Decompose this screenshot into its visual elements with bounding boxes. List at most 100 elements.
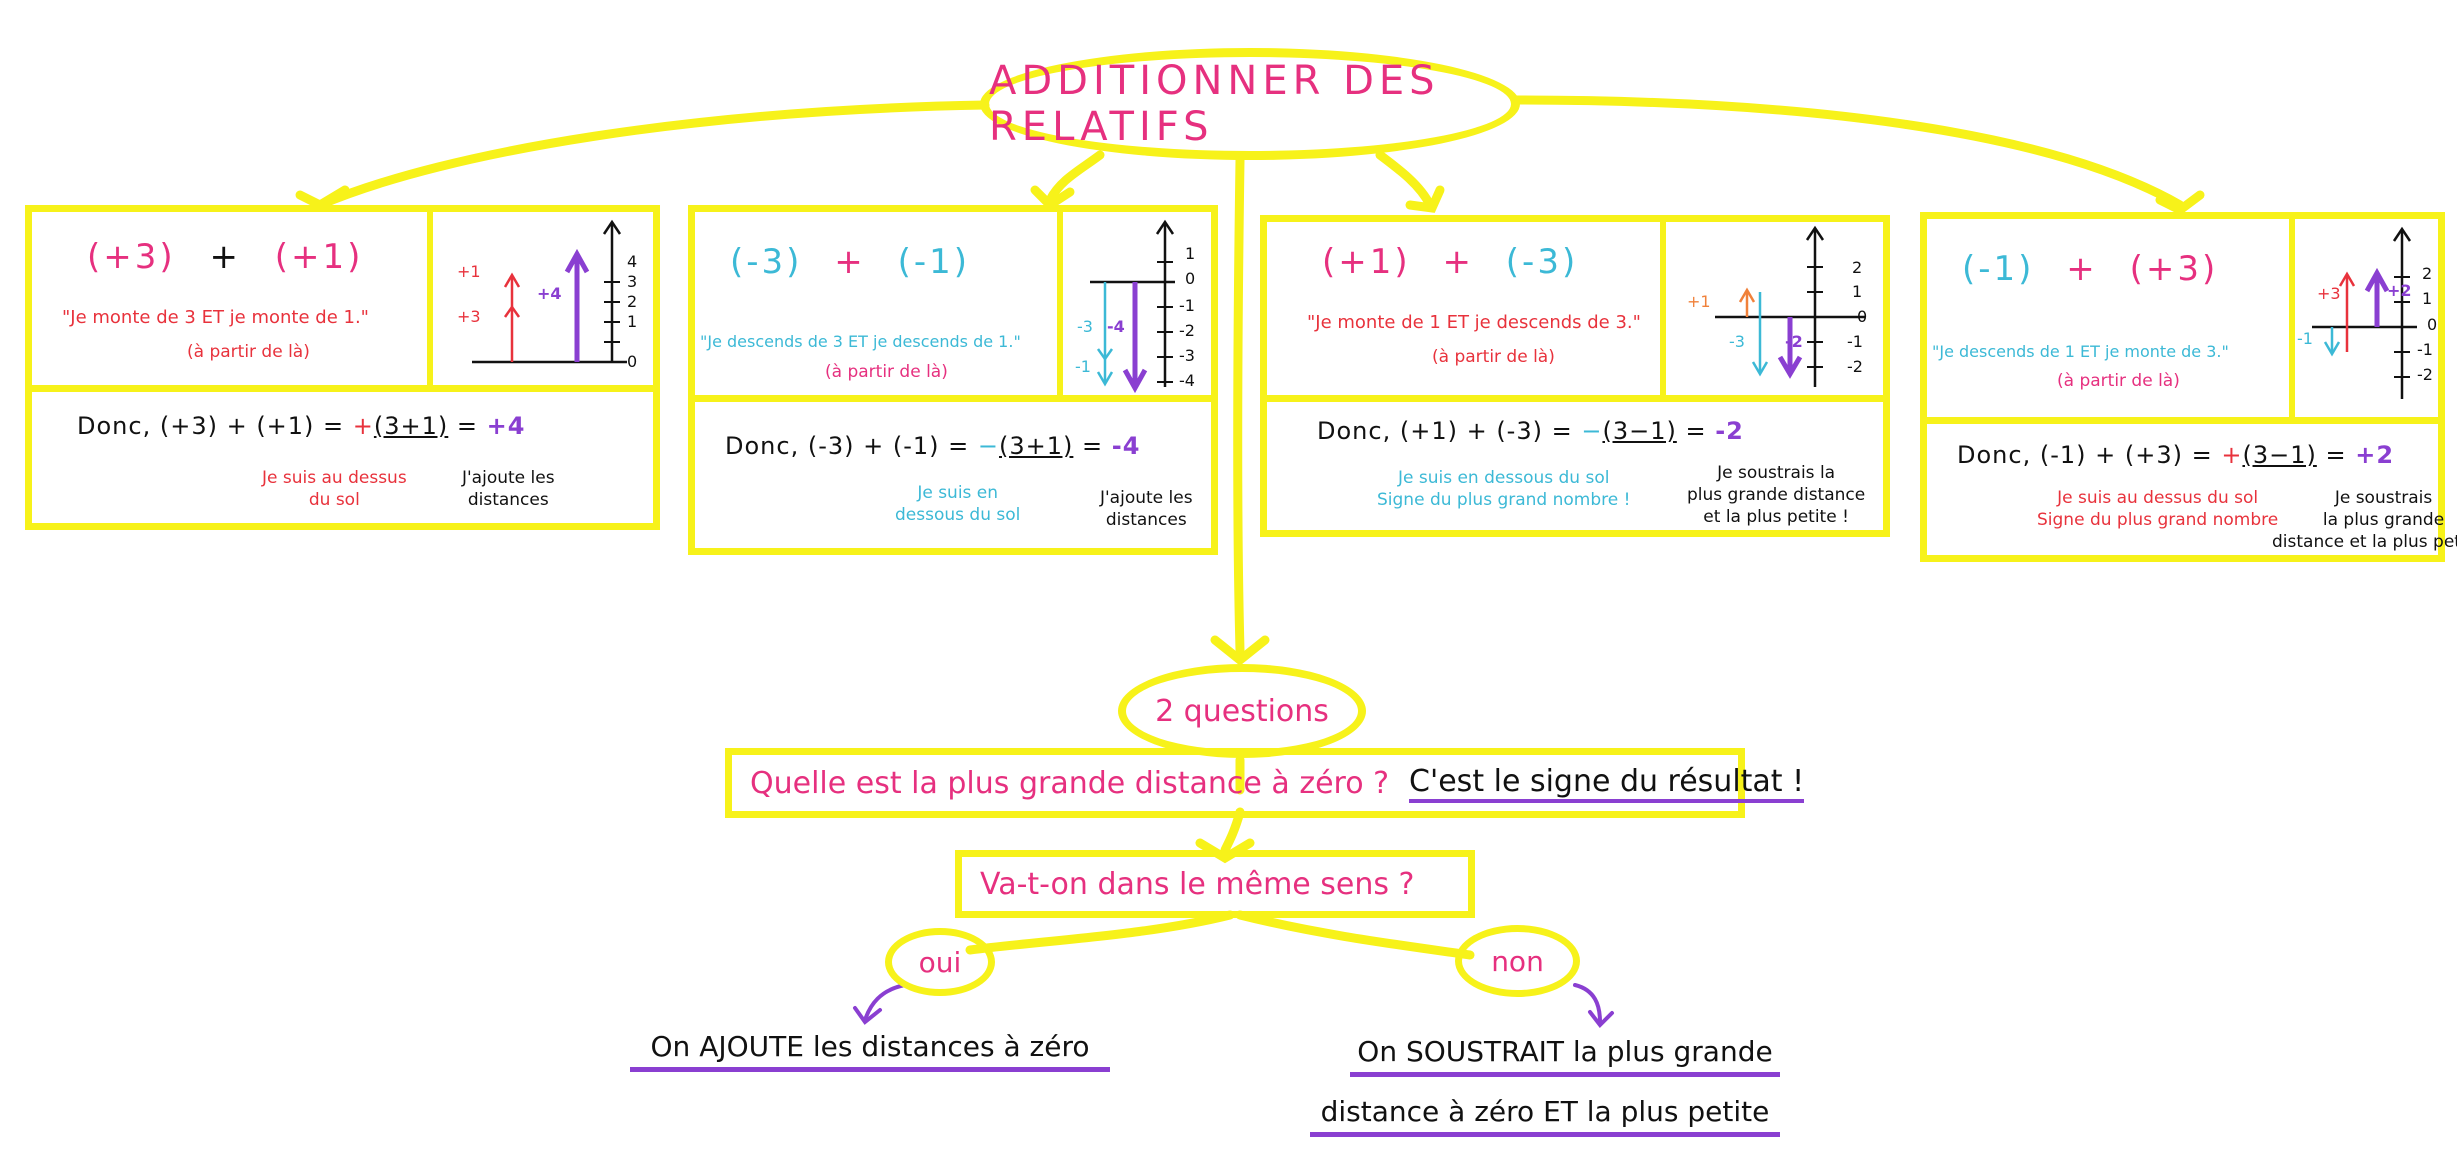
card-divider: [2289, 219, 2295, 424]
connector-title-card2: [1045, 150, 1105, 205]
phrase: "Je monte de 1 ET je descends de 3.": [1307, 312, 1641, 333]
tick-label: 0: [2427, 315, 2438, 334]
connector-title-card4: [1510, 95, 2185, 210]
card-divider: [427, 212, 433, 392]
phrase: "Je monte de 3 ET je monte de 1.": [62, 307, 369, 328]
done-line: Donc, (+3) + (+1) = +(3+1) = +4: [77, 412, 526, 440]
questions-oval: 2 questions: [1118, 664, 1366, 758]
done-line: Donc, (-3) + (-1) = −(3+1) = -4: [725, 432, 1141, 460]
tick-label: 1: [1185, 244, 1196, 263]
card-plus3-plus1: (+3) + (+1) "Je monte de 3 ET je monte d…: [25, 205, 660, 530]
connector-q2-yes: [965, 910, 1235, 955]
tick-label: 3: [627, 272, 638, 291]
done-line: Donc, (+1) + (-3) = −(3−1) = -2: [1317, 417, 1744, 445]
arrowhead-card3: [1405, 185, 1445, 213]
tick-label: 4: [627, 252, 638, 271]
card-top: [1267, 222, 1883, 402]
question-2-box: Va-t-on dans le même sens ?: [955, 850, 1475, 918]
done-line: Donc, (-1) + (+3) = +(3−1) = +2: [1957, 441, 2395, 469]
arrow-label: -1: [2297, 329, 2313, 348]
tick-label: 0: [1857, 307, 1868, 326]
no-label: non: [1491, 944, 1544, 978]
arrow-label: +3: [457, 307, 481, 326]
arrow-yes: [863, 983, 907, 1022]
tick-label: 1: [2422, 289, 2433, 308]
addition-expression: (-1) + (+3): [1962, 249, 2219, 289]
tick-label: 2: [2422, 264, 2433, 283]
arrow-label: +1: [1687, 292, 1711, 311]
arrowhead-card1: [295, 185, 350, 211]
arrow-no: [1573, 983, 1602, 1024]
card-divider: [1660, 222, 1666, 402]
addition-expression: (+1) + (-3): [1322, 242, 1579, 282]
tick-label: -2: [1847, 357, 1863, 376]
from-here: (à partir de là): [1432, 347, 1555, 367]
question-1: Quelle est la plus grande distance à zér…: [750, 765, 1390, 801]
arrowhead-questions: [1210, 635, 1270, 666]
tick-label: -3: [1179, 346, 1195, 365]
answer-1: C'est le signe du résultat !: [1409, 764, 1805, 803]
no-conclusion-line-2: distance à zéro ET la plus petite: [1310, 1095, 1780, 1137]
connector-title-card1: [315, 100, 990, 210]
no-conclusion-line-1: On SOUSTRAIT la plus grande: [1350, 1035, 1780, 1077]
addition-expression: (+3) + (+1): [87, 237, 364, 277]
arrowhead-q2: [1195, 838, 1255, 864]
arrowhead-card4: [2155, 190, 2205, 216]
connector-title-card3: [1375, 150, 1435, 210]
arrow-label: -3: [1729, 332, 1745, 351]
tick-label: 1: [627, 312, 638, 331]
tick-label: -1: [2417, 340, 2433, 359]
from-here: (à partir de là): [187, 342, 310, 362]
from-here: (à partir de là): [2057, 371, 2180, 391]
question-1-box: Quelle est la plus grande distance à zér…: [725, 748, 1805, 818]
arrow-label: -3: [1077, 317, 1093, 336]
tick-label: -1: [1179, 296, 1195, 315]
tick-label: -2: [1179, 321, 1195, 340]
result-arrow-label: -2: [1785, 332, 1803, 351]
number-line-diagram: [472, 219, 627, 364]
title-oval: ADDITIONNER DES RELATIFS: [980, 48, 1520, 160]
addition-expression: (-3) + (-1): [730, 242, 970, 282]
connector-q2-no: [1235, 910, 1475, 960]
tick-label: -4: [1179, 371, 1195, 390]
result-arrow-label: +2: [2387, 281, 2412, 300]
card-divider: [1057, 212, 1063, 402]
tick-label: 1: [1852, 282, 1863, 301]
arrow-label: +1: [457, 262, 481, 281]
tick-label: -1: [1847, 332, 1863, 351]
arrowhead-yes: [853, 1006, 882, 1025]
phrase: "Je descends de 1 ET je monte de 3.": [1932, 342, 2229, 361]
tick-label: -2: [2417, 365, 2433, 384]
card-minus1-plus3: (-1) + (+3) "Je descends de 1 ET je mont…: [1920, 212, 2457, 562]
connector-title-questions: [1233, 155, 1245, 655]
result-arrow-label: -4: [1107, 317, 1125, 336]
number-line-diagram: [1715, 225, 1865, 387]
number-line-diagram: [2312, 226, 2417, 399]
no-oval: non: [1455, 925, 1580, 997]
card-minus3-minus1: (-3) + (-1) "Je descends de 3 ET je desc…: [688, 205, 1218, 555]
tick-label: 2: [1852, 258, 1863, 277]
card-top: [32, 212, 653, 392]
tick-label: 0: [1185, 269, 1196, 288]
yes-label: oui: [918, 945, 962, 979]
number-line-diagram: [1090, 219, 1175, 394]
card-top: [695, 212, 1211, 402]
tick-label: 0: [627, 352, 638, 371]
yes-conclusion: On AJOUTE les distances à zéro: [630, 1030, 1110, 1072]
question-2: Va-t-on dans le même sens ?: [980, 866, 1415, 902]
card-plus1-minus3: (+1) + (-3) "Je monte de 1 ET je descend…: [1260, 215, 1890, 537]
diagram-title: ADDITIONNER DES RELATIFS: [989, 58, 1440, 150]
yes-oval: oui: [885, 928, 995, 996]
arrow-label: -1: [1075, 357, 1091, 376]
tick-label: 2: [627, 292, 638, 311]
from-here: (à partir de là): [825, 362, 948, 382]
arrow-label: +3: [2317, 284, 2341, 303]
